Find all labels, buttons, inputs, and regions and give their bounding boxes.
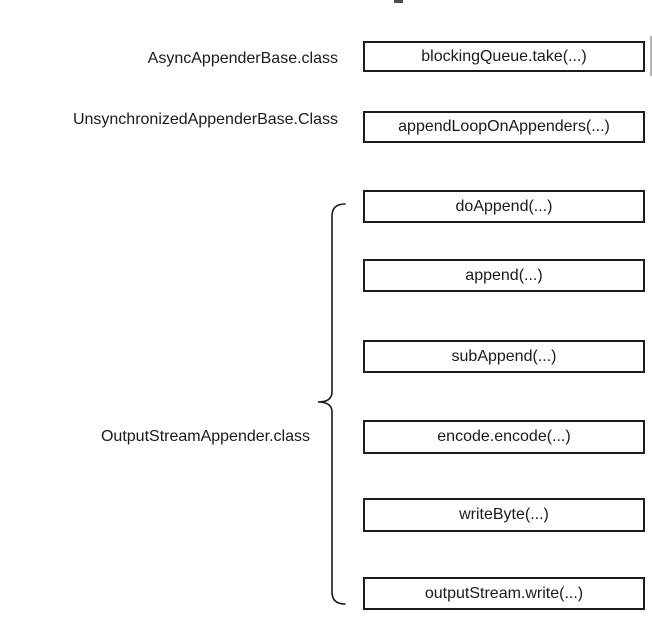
right-edge-artifact [650, 36, 652, 76]
top-edge-artifact [394, 0, 403, 3]
curly-brace [317, 203, 346, 605]
class-label-output-stream-appender: OutputStreamAppender.class [100, 428, 310, 445]
method-box-do-append: doAppend(...) [363, 190, 645, 223]
class-label-async-appender-base: AsyncAppenderBase.class [147, 50, 338, 67]
method-box-write-byte: writeByte(...) [363, 498, 645, 532]
method-box-append: append(...) [363, 259, 645, 292]
method-box-encode-encode: encode.encode(...) [363, 420, 645, 454]
method-box-append-loop-on-appenders: appendLoopOnAppenders(...) [363, 111, 645, 143]
class-label-unsynchronized-appender-base: UnsynchronizedAppenderBase.Class [72, 111, 338, 128]
method-box-sub-append: subAppend(...) [363, 340, 645, 373]
method-box-output-stream-write: outputStream.write(...) [363, 577, 645, 610]
method-box-blocking-queue-take: blockingQueue.take(...) [363, 41, 645, 72]
